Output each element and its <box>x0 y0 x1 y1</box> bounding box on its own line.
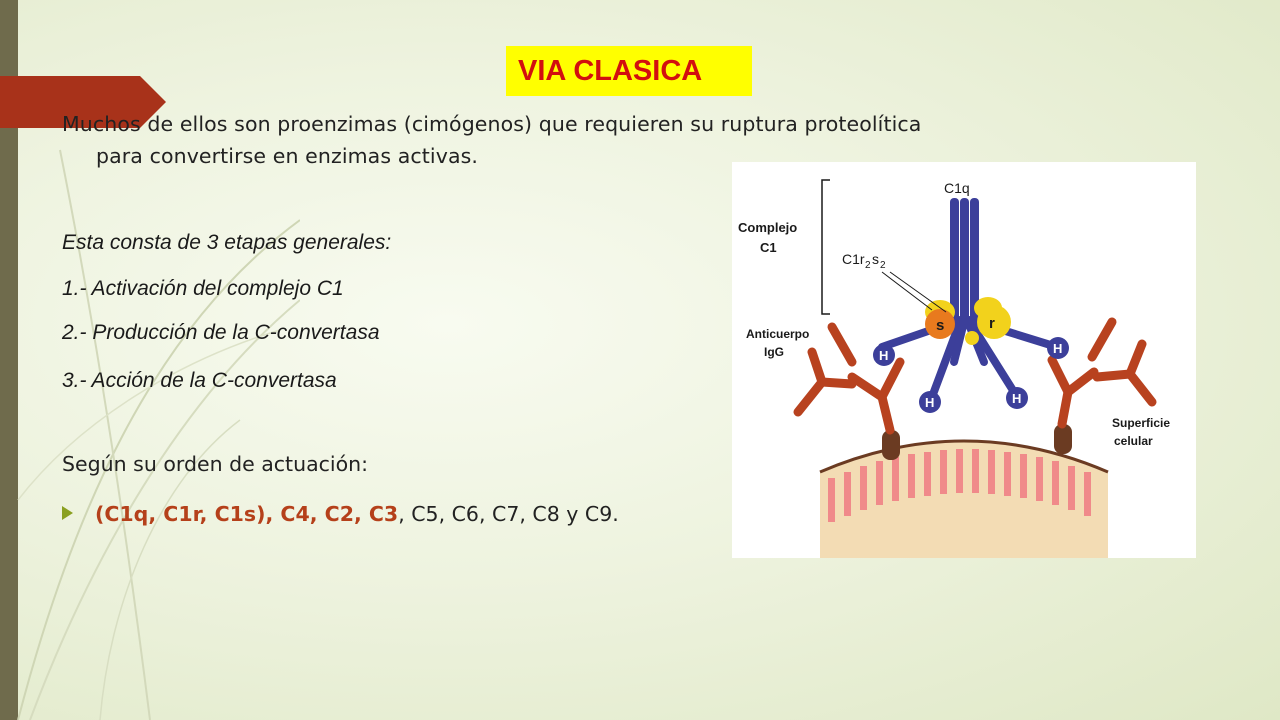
label-superficie-line2: celular <box>1114 434 1153 448</box>
c1r-sphere-tiny <box>965 331 979 345</box>
membrane-stripes <box>828 449 1091 522</box>
decorative-curves <box>17 149 300 720</box>
intro-line-2: para convertirse en enzimas activas. <box>96 144 478 168</box>
svg-text:2: 2 <box>880 260 886 271</box>
r-sphere-label: r <box>989 315 995 332</box>
svg-text:H: H <box>879 348 888 363</box>
stage-item-1: 1.- Activación del complejo C1 <box>62 277 344 300</box>
svg-text:H: H <box>925 395 934 410</box>
h-labels: H H H H <box>879 341 1062 410</box>
c1r-sphere <box>977 305 1011 339</box>
complement-c1-diagram: s r H H H H C1q Complejo C1 C1r 2 s 2 An… <box>732 162 1196 558</box>
complex-bracket <box>821 179 830 315</box>
svg-text:2: 2 <box>865 260 871 271</box>
label-superficie-line1: Superficie <box>1112 416 1170 430</box>
c1q-heads <box>873 337 1069 413</box>
c1s-sphere <box>925 309 955 339</box>
c1r-pointer-line <box>881 271 933 311</box>
label-complejo-line1: Complejo <box>738 220 797 235</box>
stages-heading: Esta consta de 3 etapas generales: <box>62 231 392 254</box>
intro-paragraph: Muchos de ellos son proenzimas (cimógeno… <box>62 108 1162 172</box>
order-rest-components: , C5, C6, C7, C8 y C9. <box>398 502 619 526</box>
svg-text:C1r: C1r <box>842 251 865 267</box>
svg-text:H: H <box>1012 391 1021 406</box>
label-c1r2s2: C1r 2 s 2 <box>842 251 886 271</box>
s-sphere-label: s <box>936 317 944 334</box>
label-complejo-line2: C1 <box>760 240 777 255</box>
bullet-arrow-icon <box>62 506 73 520</box>
order-bullet-line: (C1q, C1r, C1s), C4, C2, C3, C5, C6, C7,… <box>62 502 619 526</box>
slide-title: VIA CLASICA <box>506 46 752 96</box>
stage-item-3: 3.- Acción de la C-convertasa <box>62 369 337 392</box>
label-c1q: C1q <box>944 180 970 196</box>
c1s-pointer-line <box>889 271 947 313</box>
igg-antibodies <box>793 317 1157 435</box>
membrane-outline <box>819 439 1109 474</box>
label-anticuerpo-line2: IgG <box>764 345 784 359</box>
c1q-molecule <box>950 198 979 326</box>
antigen-left <box>882 430 900 460</box>
svg-text:s: s <box>872 251 879 267</box>
stage-item-2: 2.- Producción de la C-convertasa <box>62 321 380 344</box>
order-bold-components: (C1q, C1r, C1s), C4, C2, C3 <box>95 502 399 526</box>
red-arrow-decoration <box>0 76 166 128</box>
order-heading: Según su orden de actuación: <box>62 452 369 476</box>
svg-text:H: H <box>1053 341 1062 356</box>
intro-line-1: Muchos de ellos son proenzimas (cimógeno… <box>62 112 922 136</box>
left-sidebar-bar <box>0 0 18 720</box>
label-anticuerpo-line1: Anticuerpo <box>746 327 809 341</box>
antigen-right <box>1054 424 1072 454</box>
